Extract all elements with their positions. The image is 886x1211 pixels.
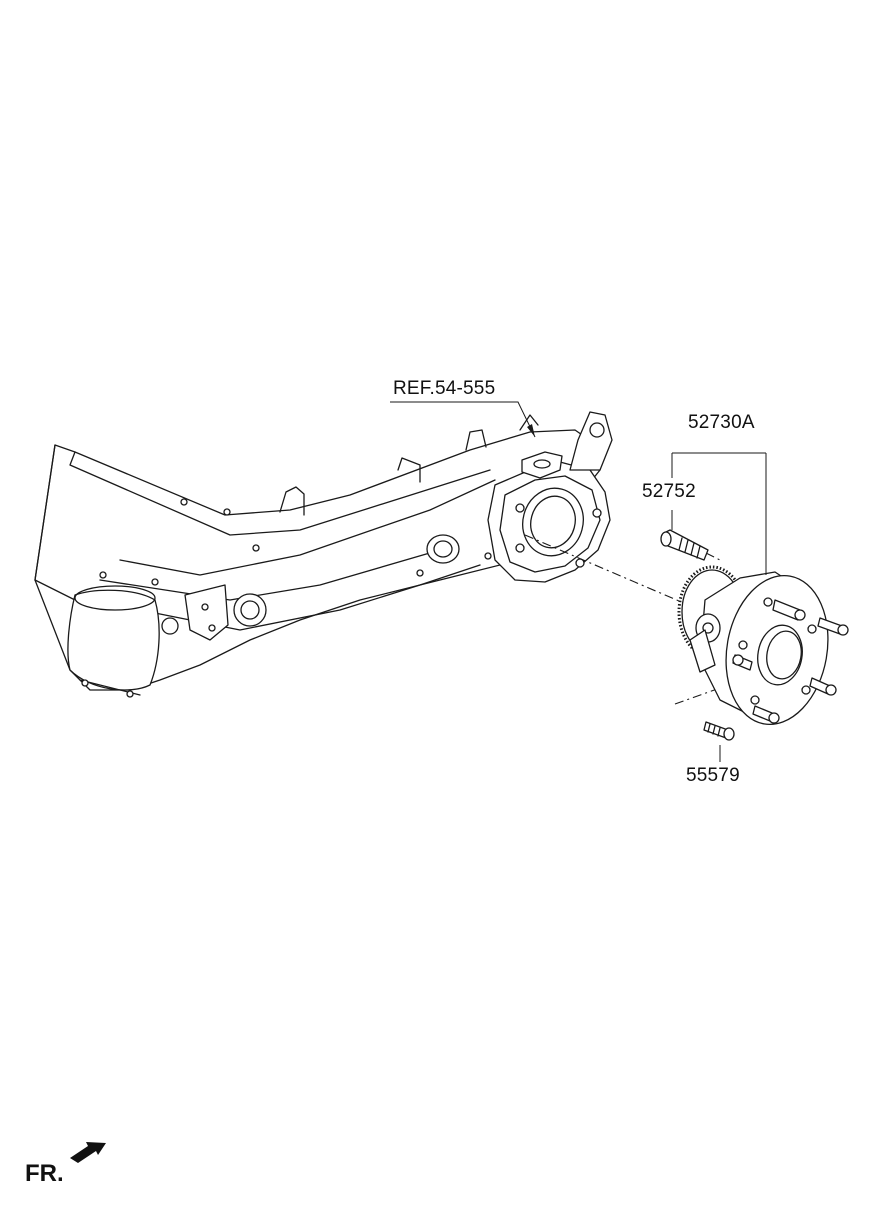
ref-leader-line xyxy=(390,401,536,438)
rear-axle-beam xyxy=(34,414,601,698)
assembly-part-number: 52730A xyxy=(688,412,755,433)
wheel-hub-assembly xyxy=(677,565,849,726)
bolt-centerline xyxy=(674,687,721,705)
knuckle-carrier xyxy=(487,411,613,583)
front-direction-arrow-icon xyxy=(70,1142,106,1163)
axis-centerline xyxy=(524,534,701,611)
ref-label: REF.54-555 xyxy=(393,378,496,399)
hub-bolt-centerline xyxy=(705,552,723,562)
front-indicator-label: FR. xyxy=(25,1160,64,1187)
mount-bolt-part-number: 55579 xyxy=(686,765,740,786)
mount-bolt-part xyxy=(703,721,735,741)
hub-bolt-part xyxy=(660,529,709,561)
assembly-bracket xyxy=(671,452,767,762)
hub-bolt-part-number: 52752 xyxy=(642,481,696,502)
